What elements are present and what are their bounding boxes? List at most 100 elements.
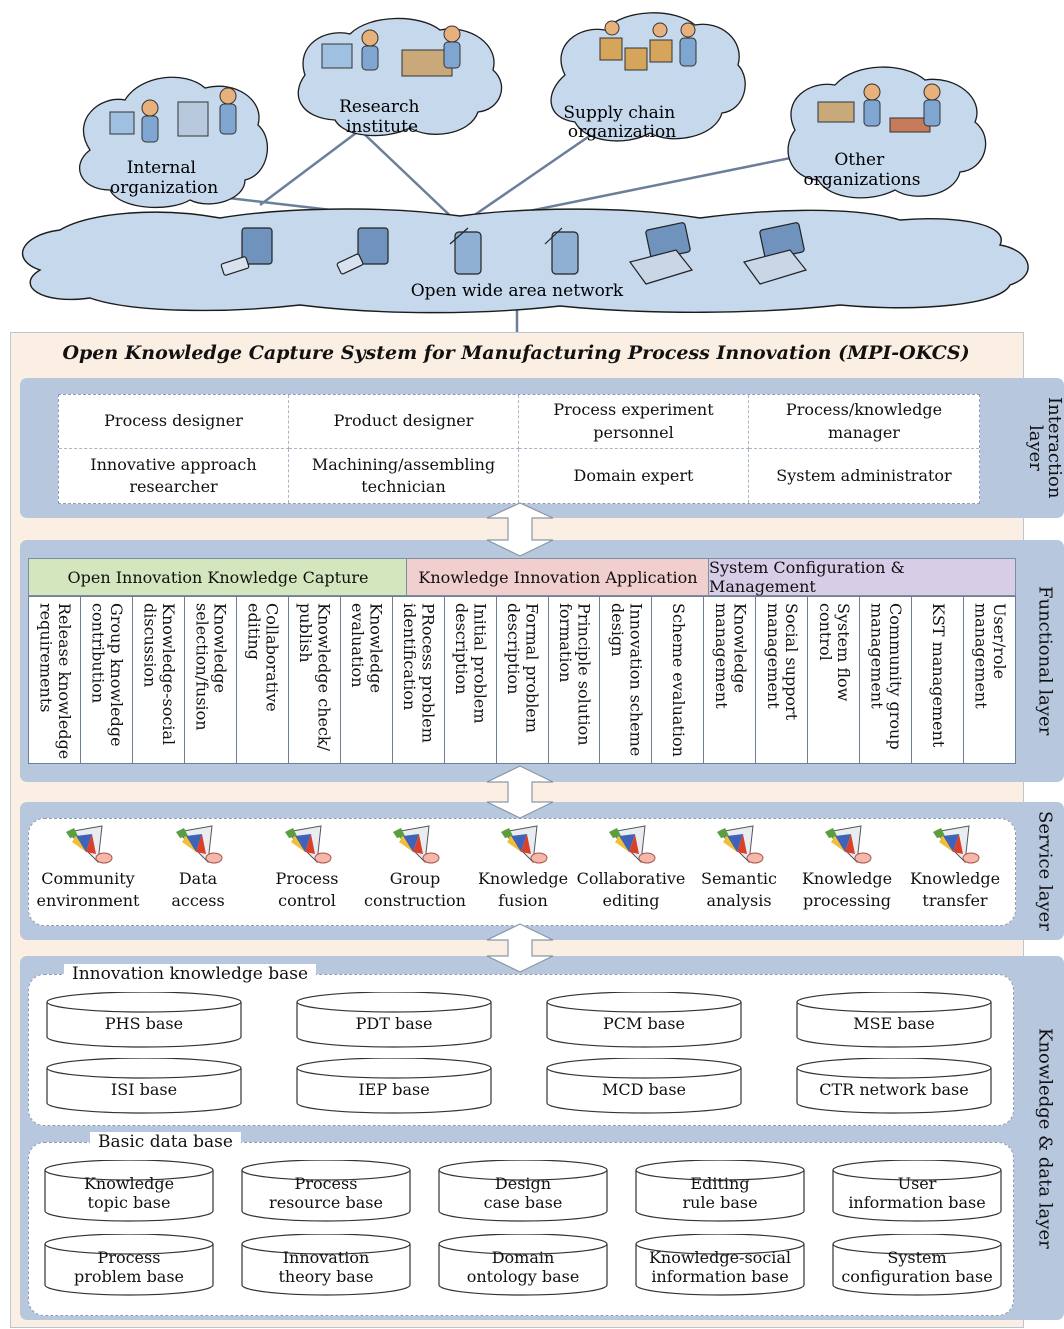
desktop-computer-icon: [220, 227, 273, 276]
database-cylinder: Knowledge topic base: [44, 1160, 214, 1222]
database-icon: [796, 1058, 992, 1114]
supply-chain-icon: [599, 20, 697, 71]
role-cell: Machining/assembling technician: [289, 449, 519, 503]
database-label: Domain ontology base: [466, 1248, 580, 1287]
database-icon: [241, 1234, 411, 1296]
function-label: Community group management: [867, 603, 906, 750]
database-label: CTR network base: [819, 1080, 969, 1099]
database-cylinder: IEP base: [296, 1058, 492, 1114]
function-item: Group knowledge contribution: [81, 597, 133, 763]
database-cylinder: Editing rule base: [635, 1160, 805, 1222]
database-cylinder: PDT base: [296, 992, 492, 1048]
function-item: Formal problem description: [497, 597, 549, 763]
function-label: Knowledge-social discussion: [140, 603, 178, 746]
database-cylinder: System configuration base: [832, 1234, 1002, 1296]
database-cylinder: MSE base: [796, 992, 992, 1048]
database-label: System configuration base: [841, 1248, 993, 1287]
function-item: Knowledge check/ publish: [289, 597, 341, 763]
database-icon: [44, 1160, 214, 1222]
function-label: PRocess problem identification: [400, 603, 438, 743]
service-icon: [176, 825, 223, 864]
service-item: Knowledge fusion: [468, 820, 578, 913]
function-item: User/role management: [964, 597, 1015, 763]
role-cell: Process/knowledge manager: [749, 395, 979, 449]
function-item: Community group management: [860, 597, 913, 763]
role-cell: Process designer: [59, 395, 289, 449]
service-label: Knowledge transfer: [909, 869, 1001, 911]
function-label: Formal problem description: [504, 603, 542, 733]
service-item: Process control: [252, 820, 362, 913]
function-item: Release knowledge requirements: [29, 597, 81, 763]
function-label: Scheme evaluation: [669, 603, 689, 757]
service-item: Community environment: [33, 820, 143, 913]
group-header-management: System Configuration & Management: [708, 558, 1016, 596]
function-label: Knowledge management: [711, 603, 750, 709]
service-label: Process control: [275, 869, 339, 911]
database-label: MSE base: [853, 1014, 935, 1033]
function-item: Innovation scheme design: [600, 597, 653, 763]
role-cell: Product designer: [289, 395, 519, 449]
database-label: PHS base: [104, 1014, 184, 1033]
function-item: Social support management: [756, 597, 809, 763]
network-diagram: Internal organization Research institute…: [21, 12, 1029, 332]
service-item: Group construction: [360, 820, 470, 913]
database-icon: [438, 1160, 608, 1222]
interaction-layer-label: Interaction layer: [1025, 397, 1064, 499]
service-icon: [66, 825, 113, 864]
database-cylinder: Domain ontology base: [438, 1234, 608, 1296]
laptop-icon: [742, 222, 808, 285]
org-label-supply-chain: Supply chain organization: [563, 103, 680, 142]
org-label-research: Research institute: [339, 97, 425, 137]
database-icon: [832, 1234, 1002, 1296]
service-layer-label: Service layer: [1034, 811, 1056, 931]
database-icon: [635, 1160, 805, 1222]
database-icon: [796, 992, 992, 1048]
database-cylinder: Knowledge-social information base: [635, 1234, 805, 1296]
desktop-computer-icon: [336, 227, 389, 275]
function-label: Knowledge selection/fusion: [192, 603, 230, 731]
other-organizations-icon: [817, 83, 941, 133]
function-item: Knowledge selection/fusion: [185, 597, 237, 763]
database-cylinder: PCM base: [546, 992, 742, 1048]
device-icons: [220, 222, 808, 285]
database-label: ISI base: [110, 1080, 178, 1099]
service-item: Data access: [143, 820, 253, 913]
database-cylinder: CTR network base: [796, 1058, 992, 1114]
database-label: MCD base: [602, 1080, 686, 1099]
database-label: IEP base: [358, 1080, 430, 1099]
research-institute-icon: [321, 25, 461, 77]
database-cylinder: Design case base: [438, 1160, 608, 1222]
function-item: System flow control: [808, 597, 861, 763]
database-label: Process resource base: [269, 1174, 383, 1213]
group-header-application: Knowledge Innovation Application: [406, 558, 710, 596]
role-cell: Process experiment personnel: [519, 395, 749, 449]
function-item: KST management: [912, 597, 965, 763]
role-table: Process designer Product designer Proces…: [58, 394, 980, 504]
database-cylinder: PHS base: [46, 992, 242, 1048]
database-cylinder: Process problem base: [44, 1234, 214, 1296]
database-icon: [44, 1234, 214, 1296]
service-label: Group construction: [364, 869, 466, 911]
database-cylinder: MCD base: [546, 1058, 742, 1114]
system-title: Open Knowledge Capture System for Manufa…: [62, 342, 970, 364]
service-label: Data access: [171, 869, 225, 911]
function-item: Collaborative editing: [237, 597, 289, 763]
function-label: KST management: [928, 603, 948, 748]
function-label: Release knowledge requirements: [36, 603, 74, 760]
functional-layer-label: Functional layer: [1034, 586, 1056, 736]
function-label: Principle solution formation: [556, 603, 594, 746]
database-label: Process problem base: [73, 1248, 185, 1287]
internal-organization-icon: [109, 87, 237, 143]
database-label: PCM base: [603, 1014, 685, 1033]
function-label: System flow control: [815, 603, 854, 702]
tablet-icon: [449, 227, 482, 275]
database-label: Knowledge topic base: [83, 1174, 175, 1213]
function-label: Knowledge check/ publish: [296, 603, 334, 751]
service-icon: [501, 825, 548, 864]
laptop-icon: [628, 222, 694, 285]
function-item: Knowledge evaluation: [341, 597, 393, 763]
database-icon: [546, 992, 742, 1048]
database-icon: [46, 1058, 242, 1114]
function-item: PRocess problem identification: [393, 597, 445, 763]
database-icon: [546, 1058, 742, 1114]
